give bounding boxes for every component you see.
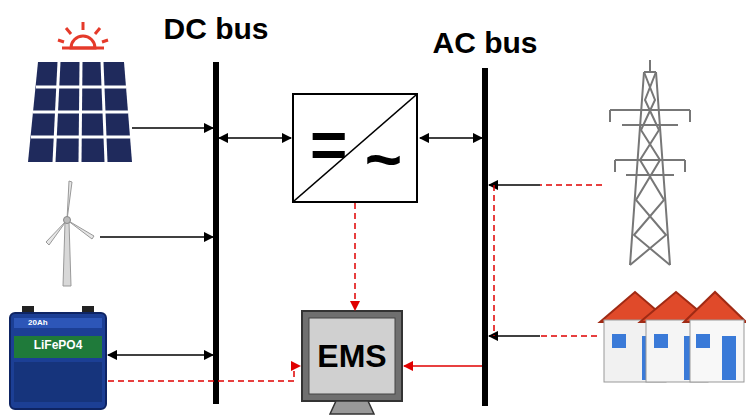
ems-screen: EMS [309, 318, 395, 394]
pv-panel [28, 22, 132, 162]
transmission-tower [610, 60, 690, 265]
grid-signal [540, 184, 602, 186]
converter-ac-symbol: ~ [365, 127, 402, 191]
battery-capacity: 20Ah [28, 319, 48, 328]
signal-riser [493, 185, 495, 336]
signal-connector [354, 203, 356, 310]
battery-wire [108, 354, 213, 356]
houses [600, 292, 746, 382]
load-signal [540, 335, 597, 337]
dc-converter-wire [219, 137, 291, 139]
bus-title: AC bus [433, 26, 538, 59]
wind-turbine [46, 181, 94, 286]
converter-dc-symbol: = [310, 113, 347, 177]
battery-brand: LiFePO4 [34, 339, 83, 352]
wind-wire [100, 236, 213, 238]
ems-label: EMS [317, 338, 386, 375]
converter-ac-wire [420, 137, 482, 139]
battery [10, 306, 106, 409]
grid-arrow [489, 184, 540, 186]
pv-wire [132, 127, 213, 129]
ac-signal [404, 365, 482, 367]
ac-bus [482, 68, 488, 406]
monitor [302, 311, 402, 414]
load-arrow [489, 335, 540, 337]
converter-box: =~ [292, 93, 418, 203]
battery-signal [108, 366, 300, 381]
bus-title: DC bus [164, 12, 269, 45]
dc-bus [213, 62, 219, 404]
